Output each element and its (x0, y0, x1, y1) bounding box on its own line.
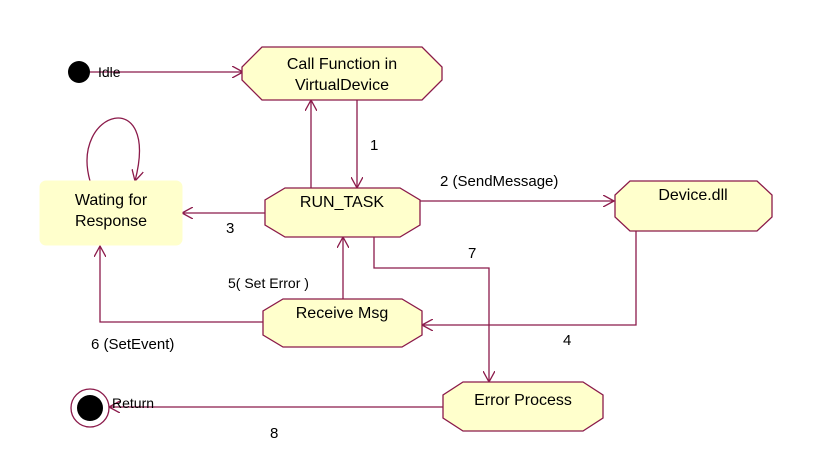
edge-4-device-to-receive-msg (422, 231, 637, 325)
edge-waiting-self-loop (86, 117, 139, 181)
state-error-process-label: Error Process (474, 392, 572, 409)
edge-label-7: 7 (468, 245, 476, 262)
state-receive-msg: Receive Msg (262, 298, 423, 348)
edge-label-8: 8 (270, 425, 278, 442)
edge-6-receive-msg-to-waiting (100, 246, 263, 323)
state-receive-msg-label: Receive Msg (296, 305, 388, 322)
edges (86, 72, 637, 407)
note-waiting-for-response: Wating for Response (39, 180, 183, 246)
edge-label-2: 2 (SendMessage) (440, 173, 558, 190)
state-device-dll-label: Device.dll (658, 187, 727, 204)
end-node (70, 388, 110, 428)
state-run-task: RUN_TASK (264, 187, 421, 238)
edge-label-1: 1 (370, 137, 378, 154)
edge-label-6: 6 (SetEvent) (91, 336, 174, 353)
end-label: Return (112, 395, 154, 411)
state-call-function-line2: VirtualDevice (295, 77, 389, 94)
state-run-task-label: RUN_TASK (300, 194, 384, 211)
state-call-function: Call Function in VirtualDevice (241, 46, 443, 101)
edge-label-4: 4 (563, 332, 571, 349)
waiting-line2: Response (75, 213, 147, 230)
edge-label-3: 3 (226, 220, 234, 237)
state-call-function-line1: Call Function in (287, 56, 397, 73)
start-node (68, 61, 90, 83)
edge-label-5: 5( Set Error ) (228, 275, 309, 291)
edge-7-run-task-to-error-process (373, 237, 489, 382)
state-device-dll: Device.dll (614, 180, 773, 232)
start-label: Idle (98, 64, 121, 80)
state-error-process: Error Process (442, 381, 604, 432)
waiting-line1: Wating for (75, 192, 148, 209)
